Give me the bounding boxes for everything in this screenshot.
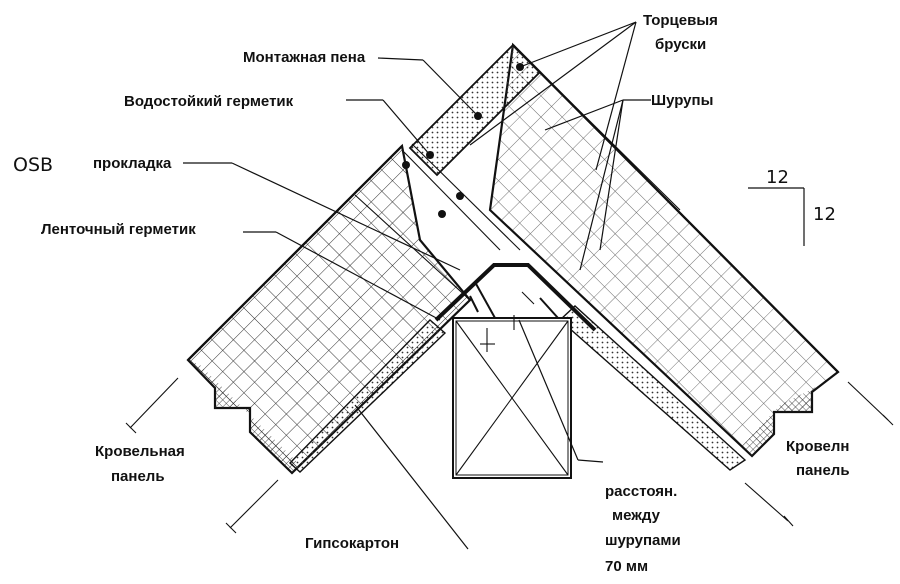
slope-indicator [748, 187, 805, 246]
ridge-end-boards [354, 43, 681, 301]
label-lentochny-germetik: Ленточный герметик [41, 221, 196, 238]
label-panel-left-2: панель [111, 468, 165, 485]
label-prokladka: прокладка [93, 155, 172, 172]
label-shurupy: Шурупы [651, 92, 713, 109]
label-distance-1: расстоян. [605, 483, 677, 500]
ridge-beam [452, 317, 572, 479]
label-panel-left-1: Кровельная [95, 443, 185, 460]
label-gipsokarton: Гипсокартон [305, 535, 399, 552]
label-distance-2: между [612, 507, 661, 524]
left-roof-panel [186, 143, 472, 475]
label-slope-top: 12 [766, 167, 789, 188]
ridge-metal-flashing [434, 263, 597, 332]
label-distance-3: шурупами [605, 532, 681, 549]
label-slope-side: 12 [813, 204, 836, 225]
gypsum-board-layer [288, 305, 747, 473]
dimension-marks [125, 291, 894, 534]
label-montazh-pena: Монтажная пена [243, 49, 366, 66]
label-panel-right-1: Кровелн [786, 438, 849, 455]
label-panel-right-2: панель [796, 462, 850, 479]
label-vodostoy-germetik: Водостойкий герметик [124, 93, 294, 110]
label-tortsevye-2: бруски [655, 36, 706, 53]
leader-lines [183, 21, 651, 550]
label-distance-4: 70 мм [605, 558, 648, 575]
label-osb: OSB [13, 154, 53, 176]
label-tortsevye-1: Торцевыя [643, 12, 718, 29]
